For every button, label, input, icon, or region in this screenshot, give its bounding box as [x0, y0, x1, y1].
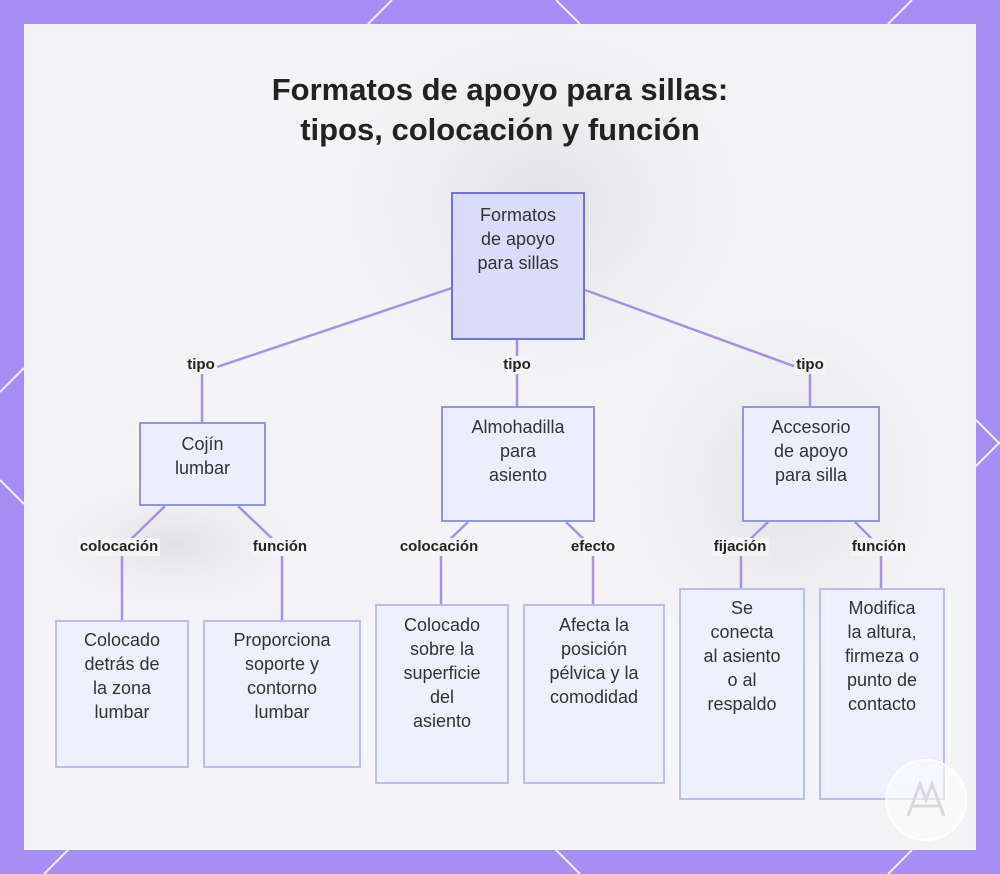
node-root-line: de apoyo [480, 229, 556, 249]
edge-label-accesorio-fijacion: fijación [711, 538, 769, 556]
title-line-2: tipos, colocación y función [300, 112, 700, 147]
node-root-line: Formatos [479, 205, 556, 225]
node-root: Formatos de apoyo para sillas [451, 192, 585, 340]
node-text-line: posición [560, 639, 628, 659]
node-text-line: lumbar [94, 702, 150, 722]
node-text-line: comodidad [549, 687, 639, 707]
node-text-line: contorno [246, 678, 318, 698]
edge-almohadilla-colocacion [439, 521, 469, 604]
node-almohadilla-colocacion: Colocado sobre la superficie del asiento [375, 604, 509, 784]
node-text-line: firmeza o [844, 646, 920, 666]
node-text-line: contacto [847, 694, 917, 714]
edge-label-cojin-colocacion: colocación [77, 538, 161, 556]
node-text-line: asiento [412, 711, 472, 731]
node-accesorio-line: de apoyo [773, 441, 849, 461]
node-text-line: la altura, [847, 622, 917, 642]
node-text-line: Se [730, 598, 754, 618]
edge-label-cojin-funcion: función [250, 538, 310, 556]
node-text-line: detrás de [84, 654, 160, 674]
node-almohadilla-efecto: Afecta la posición pélvica y la comodida… [523, 604, 665, 784]
edge-label-accesorio-funcion: función [849, 538, 909, 556]
edge-cojin-colocacion [120, 505, 166, 620]
node-cojin-lumbar: Cojín lumbar [139, 422, 266, 506]
node-text-line: sobre la [409, 639, 475, 659]
node-text-line: superficie [403, 663, 481, 683]
node-text-line: soporte y [244, 654, 320, 674]
node-text-line: al asiento [703, 646, 781, 666]
title-line-1: Formatos de apoyo para sillas: [271, 72, 729, 107]
edge-cojin-funcion [237, 505, 284, 620]
node-cojin-colocacion: Colocado detrás de la zona lumbar [55, 620, 189, 768]
node-root-line: para sillas [477, 253, 559, 273]
node-cojin-funcion: Proporciona soporte y contorno lumbar [203, 620, 361, 768]
node-almohadilla-asiento: Almohadilla para asiento [441, 406, 595, 522]
node-text-line: del [429, 687, 454, 707]
node-text-line: pélvica y la [549, 663, 639, 683]
node-text-line: punto de [846, 670, 918, 690]
edge-label-almohadilla-colocacion: colocación [397, 538, 481, 556]
node-text-line: la zona [92, 678, 152, 698]
node-accesorio-funcion: Modifica la altura, firmeza o punto de c… [819, 588, 945, 800]
node-accesorio-line: para silla [774, 465, 848, 485]
node-almohadilla-line: para [499, 441, 537, 461]
edge-label-almohadilla-efecto: efecto [568, 538, 618, 556]
node-accesorio-apoyo: Accesorio de apoyo para silla [742, 406, 880, 522]
node-text-line: Colocado [403, 615, 481, 635]
edge-label-tipo-center: tipo [501, 356, 533, 374]
watermark-logo-icon [885, 759, 967, 841]
node-text-line: conecta [710, 622, 774, 642]
node-text-line: Proporciona [233, 630, 331, 650]
node-text-line: respaldo [707, 694, 777, 714]
node-text-line: lumbar [254, 702, 310, 722]
node-text-line: o al [727, 670, 757, 690]
edge-label-tipo-right: tipo [794, 356, 826, 374]
diagram-title: Formatos de apoyo para sillas: tipos, co… [0, 70, 1000, 150]
node-accesorio-line: Accesorio [771, 417, 851, 437]
node-text-line: Colocado [83, 630, 161, 650]
edge-root-cojin [200, 286, 453, 422]
edge-root-accesorio [584, 288, 812, 406]
node-text-line: Modifica [848, 598, 916, 618]
edge-label-tipo-left: tipo [185, 356, 217, 374]
node-almohadilla-line: Almohadilla [471, 417, 565, 437]
node-almohadilla-line: asiento [488, 465, 548, 485]
edge-almohadilla-efecto [565, 521, 595, 604]
node-text-line: Afecta la [558, 615, 630, 635]
node-cojin-line: Cojín [181, 434, 224, 454]
node-accesorio-fijacion: Se conecta al asiento o al respaldo [679, 588, 805, 800]
node-cojin-line: lumbar [174, 458, 231, 478]
